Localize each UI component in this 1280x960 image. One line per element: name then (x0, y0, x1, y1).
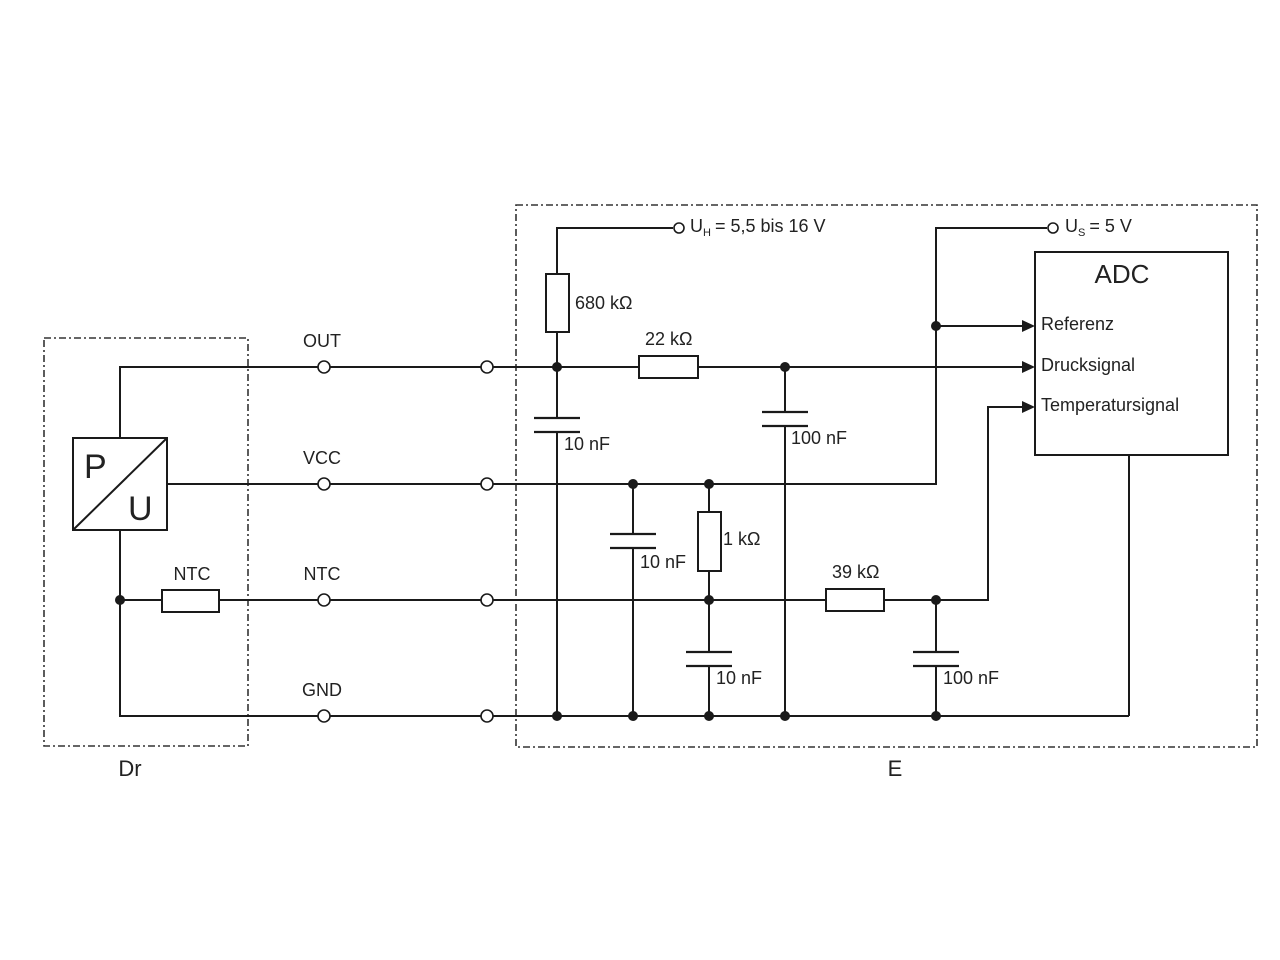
pressure-transducer: P U (72, 437, 168, 531)
ntc-sensor-resistor (161, 589, 220, 613)
label-c-ntc1: 10 nF (716, 668, 762, 688)
junction-dots (552, 321, 941, 721)
resistor-1k (697, 511, 722, 572)
arrow-ref (1022, 320, 1035, 332)
adc-input-ref-label: Referenz (1041, 314, 1114, 334)
label-c-ntc2: 100 nF (943, 668, 999, 688)
terminal-out-left (317, 360, 331, 374)
electronics-block-label: E (888, 756, 903, 781)
arrow-pressure (1022, 361, 1035, 373)
terminal-out-right (480, 360, 494, 374)
line-label-gnd: GND (302, 680, 342, 700)
capacitor-100nf-ntc (913, 650, 959, 668)
transducer-p-label: P (84, 448, 107, 486)
ntc-sensor-label: NTC (174, 564, 211, 584)
capacitor-10nf-out (534, 416, 580, 434)
adc-input-pressure-label: Drucksignal (1041, 355, 1135, 375)
adc-block (1034, 251, 1229, 456)
adc-input-temp-label: Temperatursignal (1041, 395, 1179, 415)
sensor-block-outline (43, 337, 249, 747)
transducer-u-label: U (128, 490, 153, 528)
terminals (317, 360, 494, 723)
terminal-gnd-left (317, 709, 331, 723)
cable-lines (329, 366, 481, 717)
line-label-out: OUT (303, 331, 341, 351)
capacitor-10nf-vcc (610, 532, 656, 550)
supply-us-label: US= 5 V (1065, 216, 1132, 239)
capacitor-10nf-ntc (686, 650, 732, 668)
label-1k: 1 kΩ (723, 529, 760, 549)
label-c-out2: 100 nF (791, 428, 847, 448)
capacitor-100nf-out (762, 410, 808, 428)
label-680k: 680 kΩ (575, 293, 633, 313)
terminal-gnd-right (480, 709, 494, 723)
arrow-temp (1022, 401, 1035, 413)
terminal-ntc-right (480, 593, 494, 607)
terminal-ntc-left (317, 593, 331, 607)
resistor-39k (825, 588, 885, 612)
line-label-ntc: NTC (304, 564, 341, 584)
line-label-vcc: VCC (303, 448, 341, 468)
label-39k: 39 kΩ (832, 562, 879, 582)
supply-uh-terminal (673, 222, 685, 234)
resistor-22k (638, 355, 699, 379)
label-c-vcc: 10 nF (640, 552, 686, 572)
label-c-out1: 10 nF (564, 434, 610, 454)
supply-uh-label: UH= 5,5 bis 16 V (690, 216, 826, 239)
sensor-wiring: NTC (115, 366, 318, 717)
terminal-vcc-left (317, 477, 331, 491)
resistor-680k (545, 273, 570, 333)
label-22k: 22 kΩ (645, 329, 692, 349)
adc-title: ADC (1095, 259, 1150, 289)
electronics-block-outline (515, 204, 1258, 748)
electronics-wiring (493, 227, 1130, 717)
sensor-block-label: Dr (118, 756, 141, 781)
supply-us-terminal (1047, 222, 1059, 234)
terminal-vcc-right (480, 477, 494, 491)
